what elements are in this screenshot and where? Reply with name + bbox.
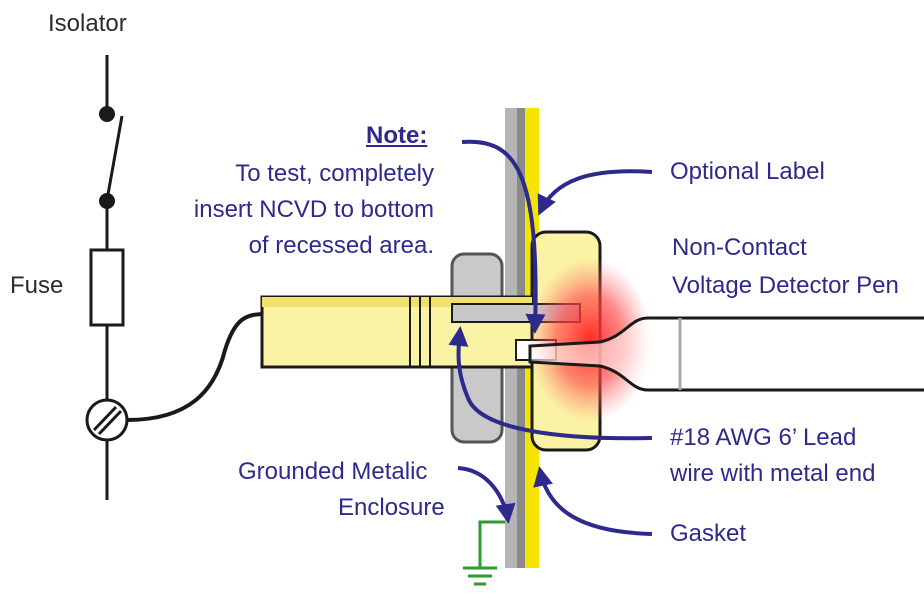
note-line-3: of recessed area. xyxy=(248,232,434,259)
terminal-symbol xyxy=(85,398,129,442)
lead-wire-label-line-2: wire with metal end xyxy=(670,460,876,487)
optional-label-arrow xyxy=(537,169,653,216)
lead-wire-arrow xyxy=(448,326,653,441)
lead-wire-label-line-1: #18 AWG 6’ Lead xyxy=(670,424,857,451)
enclosure-label-line-1: Grounded Metalic xyxy=(238,458,428,485)
circuit-schematic xyxy=(85,55,460,500)
lead-wire xyxy=(126,312,460,422)
fuse-label: Fuse xyxy=(10,272,64,299)
ncvd-label-line-2: Voltage Detector Pen xyxy=(672,272,899,299)
fuse-symbol xyxy=(89,248,125,327)
enclosure-arrow xyxy=(457,466,516,524)
note-line-1: To test, completely xyxy=(235,160,434,187)
isolator-switch-blade xyxy=(105,115,124,201)
enclosure-label-line-2: Enclosure xyxy=(338,494,445,521)
annotation-arrows xyxy=(448,139,653,536)
detection-glow xyxy=(528,258,652,422)
note-line-2: insert NCVD to bottom xyxy=(193,196,434,223)
gasket-arrow xyxy=(533,466,653,536)
optional-label-text: Optional Label xyxy=(670,158,825,185)
ncvd-label-line-1: Non-Contact xyxy=(672,234,807,261)
ground-symbol xyxy=(463,520,505,586)
gasket-label: Gasket xyxy=(670,520,747,547)
note-title: Note: xyxy=(366,122,428,149)
ncvd-pen xyxy=(528,258,924,422)
note-arrow xyxy=(461,139,546,334)
isolator-label: Isolator xyxy=(48,10,127,37)
isolator-contact-top xyxy=(99,106,115,122)
